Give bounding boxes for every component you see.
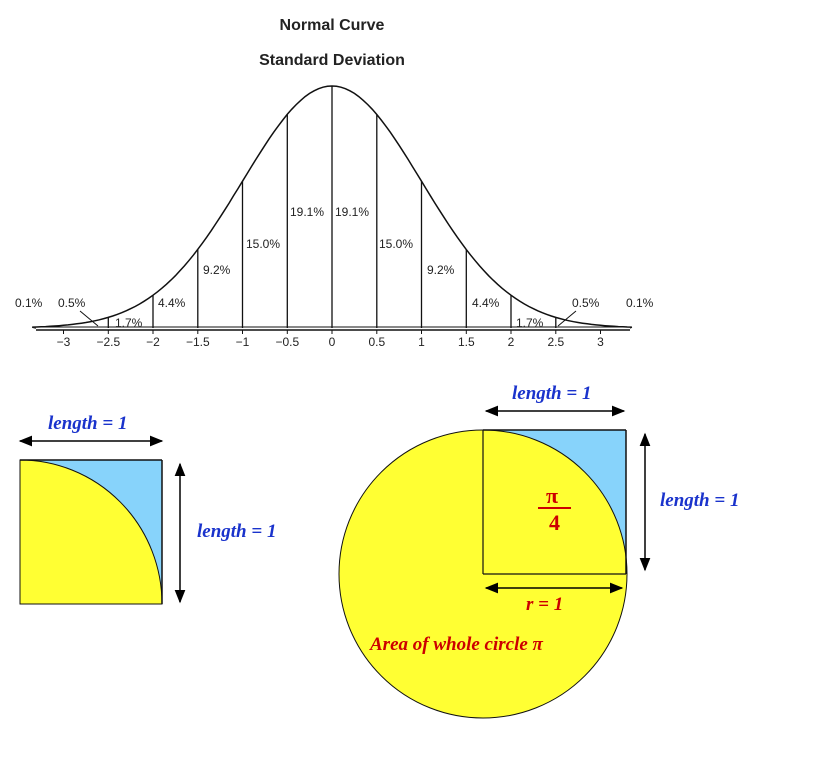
normal-curve-chart: −3 −2.5 −2 −1.5 −1 −0.5 0 0.5 1 1.5 2 2.5 3 0.1% 0.5… (15, 85, 654, 349)
tick-label: −1 (236, 335, 250, 349)
pct-left-tail-inner: 0.5% (58, 296, 86, 310)
pct-right-tail-inner: 0.5% (572, 296, 600, 310)
circle-side-label: length = 1 (660, 490, 739, 511)
pi-denominator: 4 (549, 510, 560, 535)
pct-left-9-2: 9.2% (203, 263, 231, 277)
sd-lines (107, 86, 557, 328)
pi-numerator: π (546, 483, 558, 508)
tick-label: −0.5 (275, 335, 299, 349)
tick-label: 3 (597, 335, 604, 349)
radius-label: r = 1 (526, 594, 563, 615)
left-tail-pointer (79, 310, 99, 327)
tick-label: 2 (508, 335, 515, 349)
quarter-side-label: length = 1 (197, 521, 276, 542)
tick-marks (63, 330, 601, 334)
tick-label: 1.5 (458, 335, 475, 349)
pct-right-9-2: 9.2% (427, 263, 455, 277)
tick-label: 0.5 (368, 335, 385, 349)
pct-left-tail-outer: 0.1% (15, 296, 43, 310)
pct-right-1-7: 1.7% (516, 316, 544, 330)
tick-label: −3 (57, 335, 71, 349)
pct-left-19-1: 19.1% (290, 205, 324, 219)
tick-label: −2.5 (96, 335, 120, 349)
tick-label: −1.5 (186, 335, 210, 349)
tick-label: 2.5 (547, 335, 564, 349)
pct-left-15-0: 15.0% (246, 237, 280, 251)
quarter-top-label: length = 1 (48, 413, 127, 434)
tick-labels: −3 −2.5 −2 −1.5 −1 −0.5 0 0.5 1 1.5 2 2.5 3 (57, 335, 605, 349)
tick-label: 0 (329, 335, 336, 349)
tick-label: 1 (418, 335, 425, 349)
pct-right-15-0: 15.0% (379, 237, 413, 251)
chart-subtitle: Standard Deviation (259, 52, 405, 69)
pct-right-tail-outer: 0.1% (626, 296, 654, 310)
area-label: Area of whole circle π (369, 634, 544, 655)
circle-figure: length = 1 length = 1 π 4 r = 1 Area of … (338, 383, 739, 719)
right-tail-pointer (557, 310, 577, 327)
pct-right-4-4: 4.4% (472, 296, 500, 310)
pct-left-1-7: 1.7% (115, 316, 143, 330)
quarter-square-figure: length = 1 length = 1 (18, 413, 276, 605)
tick-label: −2 (146, 335, 160, 349)
circle-top-label: length = 1 (512, 383, 591, 404)
chart-title: Normal Curve (279, 17, 385, 34)
pct-left-4-4: 4.4% (158, 296, 186, 310)
pct-right-19-1: 19.1% (335, 205, 369, 219)
quarter-circle-yellow (19, 459, 163, 605)
